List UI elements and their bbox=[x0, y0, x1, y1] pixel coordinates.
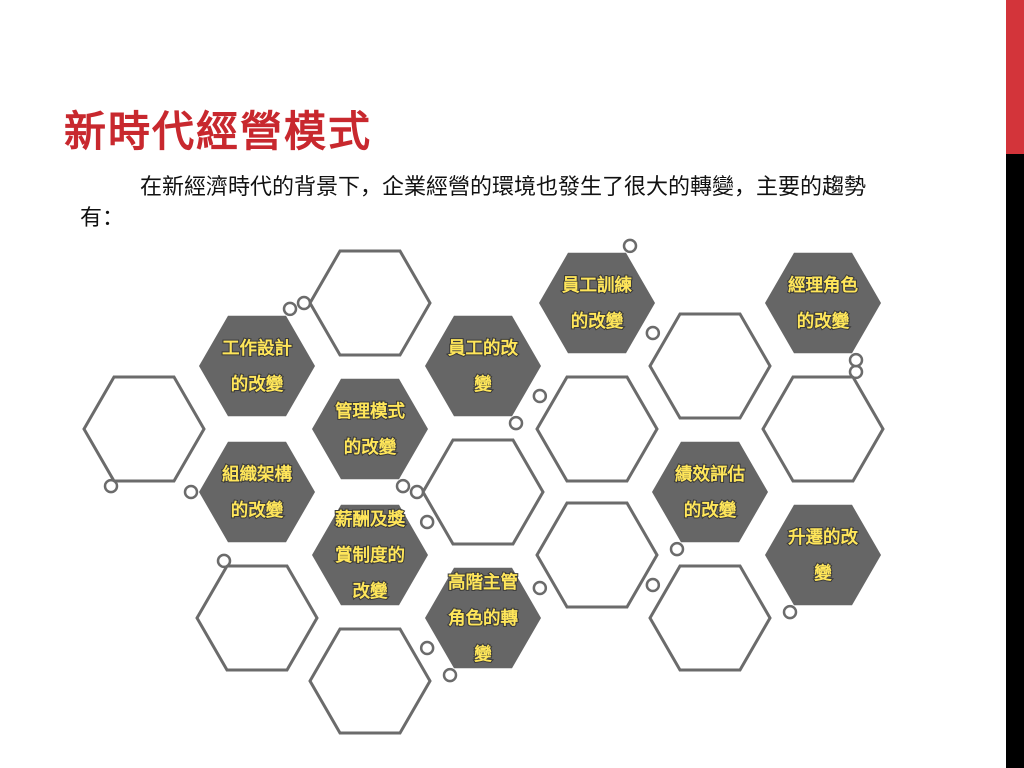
connector-dot bbox=[395, 478, 411, 494]
hexagon-label: 改變 bbox=[353, 581, 388, 602]
side-accent-bar-bottom bbox=[1006, 154, 1024, 768]
filled-hexagon bbox=[199, 441, 315, 543]
hexagon-label: 工作設計 bbox=[222, 338, 292, 359]
hexagon-label: 的改變 bbox=[684, 500, 737, 521]
hexagon-label: 經理角色 bbox=[788, 275, 858, 296]
connector-dot bbox=[622, 238, 638, 254]
connector-dot bbox=[103, 478, 119, 494]
hexagon-label: 的改變 bbox=[231, 500, 284, 521]
outline-hexagon bbox=[535, 375, 659, 483]
filled-hexagon bbox=[199, 315, 315, 417]
outline-hexagon bbox=[195, 564, 319, 672]
hexagon-label: 薪酬及獎 bbox=[335, 509, 405, 530]
hexagon-label: 變 bbox=[814, 563, 832, 584]
outline-hexagon bbox=[648, 564, 772, 672]
hexagon-label: 的改變 bbox=[344, 437, 397, 458]
connector-dot bbox=[669, 541, 685, 557]
connector-dot bbox=[419, 514, 435, 530]
hexagon-label: 變 bbox=[474, 644, 492, 665]
filled-hexagon bbox=[312, 378, 428, 480]
hexagon-diagram: 工作設計的改變組織架構的改變管理模式的改變薪酬及獎賞制度的改變員工的改變高階主管… bbox=[82, 238, 885, 735]
filled-hexagon bbox=[425, 315, 541, 417]
outline-hexagon bbox=[308, 249, 432, 357]
outline-hexagon bbox=[308, 627, 432, 735]
connector-dot bbox=[216, 553, 232, 569]
connector-dot bbox=[532, 388, 548, 404]
hexagon-label: 員工的改 bbox=[447, 338, 518, 359]
side-accent-bar-top bbox=[1006, 0, 1024, 154]
filled-hexagon bbox=[312, 504, 428, 606]
hexagon-label: 變 bbox=[474, 374, 492, 395]
hexagon-label: 組織架構 bbox=[222, 464, 292, 485]
outline-hexagon bbox=[82, 375, 206, 483]
connector-dot bbox=[419, 640, 435, 656]
hexagon-label: 的改變 bbox=[231, 374, 284, 395]
connector-dot bbox=[782, 604, 798, 620]
connector-dot bbox=[282, 301, 298, 317]
slide-title: 新時代經營模式 bbox=[64, 107, 373, 156]
connector-dot bbox=[442, 667, 458, 683]
connector-dot bbox=[183, 484, 199, 500]
connector-dot bbox=[296, 295, 312, 311]
connector-dot bbox=[848, 364, 864, 380]
hexagon-label: 賞制度的 bbox=[335, 545, 405, 566]
hexagon-label: 角色的轉 bbox=[448, 608, 518, 629]
hexagon-label: 的改變 bbox=[571, 311, 624, 332]
connector-dot bbox=[409, 484, 425, 500]
outline-hexagon bbox=[761, 375, 885, 483]
filled-hexagon bbox=[765, 252, 881, 354]
filled-hexagon bbox=[539, 252, 655, 354]
filled-hexagon bbox=[765, 504, 881, 606]
hexagon-label: 績效評估 bbox=[675, 464, 745, 485]
connector-dot bbox=[508, 415, 524, 431]
filled-hexagon bbox=[425, 567, 541, 669]
hexagon-label: 高階主管 bbox=[448, 572, 518, 593]
hexagon-label: 升遷的改 bbox=[788, 527, 858, 548]
connector-dot bbox=[532, 580, 548, 596]
intro-paragraph: 在新經濟時代的背景下，企業經營的環境也發生了很大的轉變，主要的趨勢有： bbox=[80, 175, 867, 231]
filled-hexagon bbox=[652, 441, 768, 543]
connector-dot bbox=[645, 325, 661, 341]
outline-hexagon bbox=[421, 438, 545, 546]
hexagon-label: 員工訓練 bbox=[561, 275, 632, 296]
hexagon-label: 管理模式 bbox=[335, 401, 405, 422]
outline-hexagon bbox=[535, 501, 659, 609]
outline-hexagon bbox=[648, 312, 772, 420]
connector-dot bbox=[645, 577, 661, 593]
connector-dot bbox=[848, 352, 864, 368]
hexagon-label: 的改變 bbox=[797, 311, 850, 332]
